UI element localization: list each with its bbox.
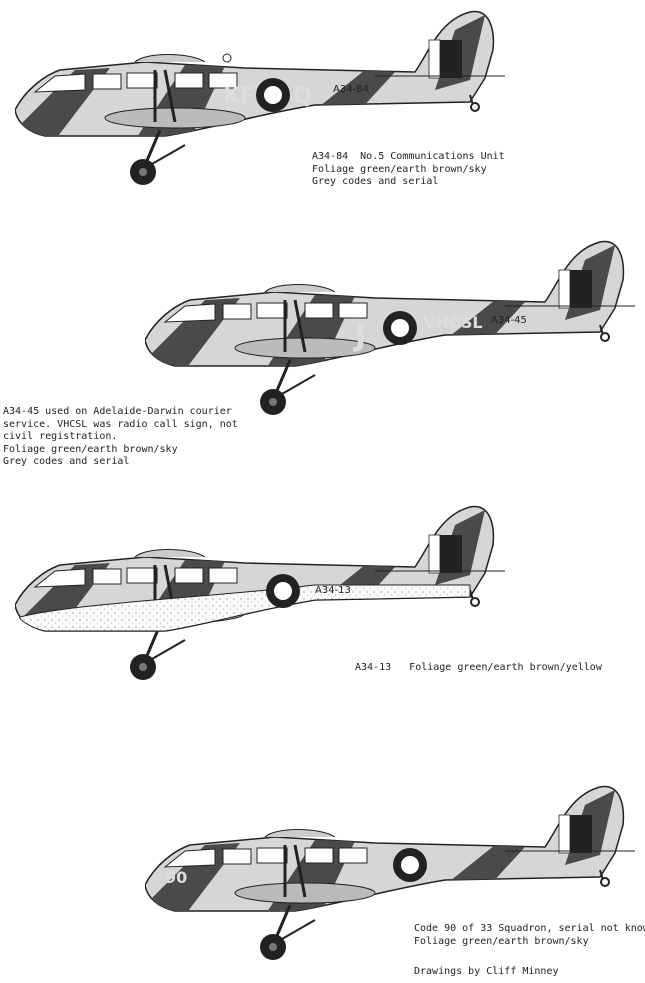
caption-code-90: Code 90 of 33 Squadron, serial not known… [414, 923, 645, 948]
aircraft-drawing-a34-13: A34-13 [15, 505, 515, 695]
code-left: J [353, 318, 366, 353]
code-right: Q [293, 84, 312, 109]
serial: A34-45 [491, 315, 527, 326]
caption-line: Foliage green/earth brown/sky [3, 443, 178, 455]
caption-line: A34-45 used on Adelaide-Darwin courier [3, 406, 232, 417]
caption-line: Code 90 of 33 Squadron, serial not known [414, 923, 645, 934]
code-right: VHCSL [423, 313, 483, 332]
roundel [266, 574, 300, 608]
serial: A34-13 [315, 585, 351, 596]
caption-line: Grey codes and serial [3, 456, 130, 467]
roundel [383, 311, 417, 345]
aircraft-drawing-a34-45: J VHCSL A34-45 [145, 240, 645, 430]
caption-line: A34-84 No.5 Communications Unit [312, 151, 505, 162]
caption-line: Grey codes and serial [312, 176, 439, 187]
caption-line: service. VHCSL was radio call sign, not [3, 418, 238, 430]
aircraft-drawing-a34-84: KF Q A34-84 [15, 10, 515, 200]
roundel [393, 848, 427, 882]
yellow-undersurface [18, 584, 471, 632]
aerial-mast [222, 53, 232, 63]
caption-line: Foliage green/earth brown/sky [312, 163, 487, 175]
caption-a34-13: A34-13 Foliage green/earth brown/yellow [355, 662, 602, 675]
code-left: KF [223, 84, 255, 109]
caption-line: Foliage green/earth brown/sky [414, 935, 589, 947]
code-left: 90 [165, 868, 187, 887]
aircraft-drawing-code-90: 90 [145, 785, 645, 975]
roundel [256, 78, 290, 112]
drawings-credit: Drawings by Cliff Minney [414, 966, 559, 977]
serial: A34-84 [333, 84, 369, 95]
caption-line: A34-13 Foliage green/earth brown/yellow [355, 662, 602, 673]
caption-line: civil registration. [3, 431, 118, 442]
